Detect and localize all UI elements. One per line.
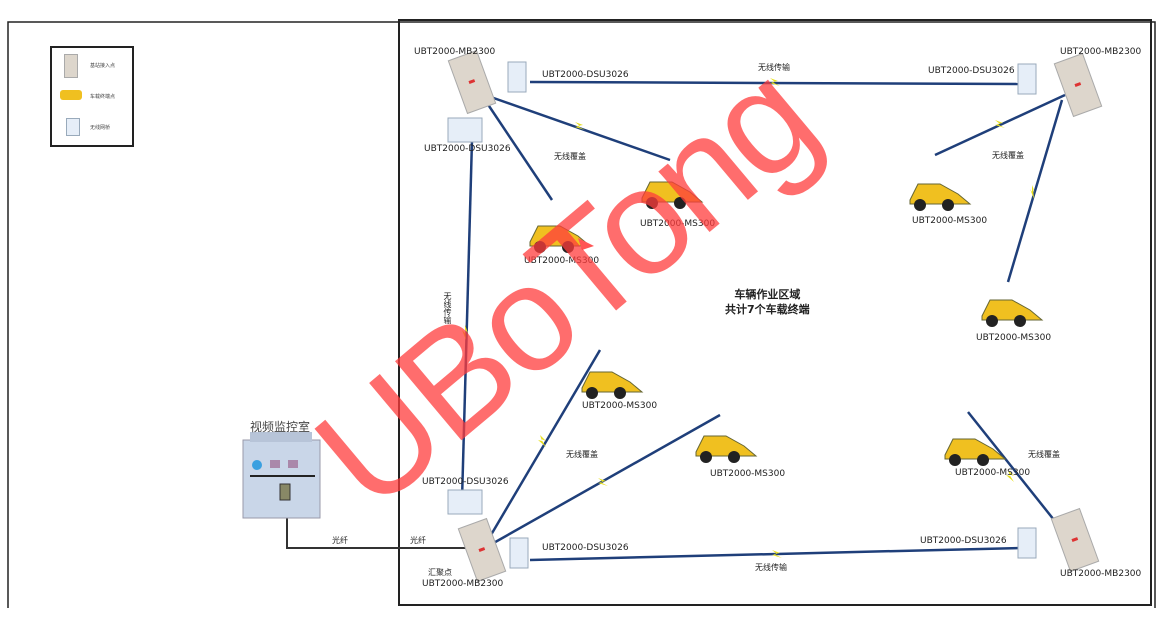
area-caption: 车辆作业区域 共计7个车载终端 (725, 287, 810, 317)
wireless-links (460, 80, 1066, 562)
dsu-label: UBT2000-DSU3026 (542, 70, 629, 80)
vehicle-label: UBT2000-MS300 (524, 256, 600, 266)
dsu-label: UBT2000-DSU3026 (424, 144, 511, 154)
link-label: 无线传输 (443, 292, 452, 324)
area-title: 车辆作业区域 (734, 288, 801, 301)
dsu-label: UBT2000-DSU3026 (542, 543, 629, 553)
vehicle-label: UBT2000-MS300 (582, 401, 658, 411)
link-label: 无线传输 (755, 563, 787, 572)
base-station-icon (64, 54, 78, 78)
fiber-link (286, 518, 470, 549)
dsu-label: UBT2000-DSU3026 (928, 66, 1015, 76)
fiber-label: 光纤 (410, 536, 426, 545)
mb-label: UBT2000-MB2300 (422, 579, 504, 589)
control-room-label: 视频监控室 (250, 420, 311, 434)
mb-label: UBT2000-MB2300 (1060, 569, 1142, 579)
frame (7, 19, 1156, 608)
fiber-label: 光纤 (332, 536, 348, 545)
hub-label: 汇聚点 (428, 568, 452, 577)
dsu-label: UBT2000-DSU3026 (422, 477, 509, 487)
bridges (447, 61, 1037, 569)
coverage-label: 无线覆盖 (992, 151, 1024, 160)
vehicle-label: UBT2000-MS300 (710, 469, 786, 479)
base-stations (447, 49, 1103, 583)
mb-label: UBT2000-MB2300 (414, 47, 496, 57)
link-label: 无线传输 (758, 63, 790, 72)
coverage-label: 无线覆盖 (1028, 450, 1060, 459)
legend-label: 车载终端点 (90, 94, 116, 100)
mb-label: UBT2000-MB2300 (1060, 47, 1142, 57)
legend-label: 无线网桥 (90, 125, 111, 131)
legend: 基站接入点 车载终端点 无线网桥 (50, 46, 134, 147)
vehicle-label: UBT2000-MS300 (955, 468, 1031, 478)
dsu-label: UBT2000-DSU3026 (920, 536, 1007, 546)
control-room-building (242, 432, 321, 519)
legend-label: 基站接入点 (90, 63, 116, 69)
vehicle-label: UBT2000-MS300 (912, 216, 988, 226)
wireless-bolts (462, 78, 1035, 558)
area-count: 共计7个车载终端 (725, 303, 810, 316)
vehicles (529, 181, 1044, 466)
coverage-label: 无线覆盖 (566, 450, 598, 459)
vehicle-label: UBT2000-MS300 (976, 333, 1052, 343)
vehicle-label: UBT2000-MS300 (640, 219, 716, 229)
vehicle-icon (60, 90, 82, 100)
bridge-icon (66, 118, 80, 136)
coverage-label: 无线覆盖 (554, 152, 586, 161)
